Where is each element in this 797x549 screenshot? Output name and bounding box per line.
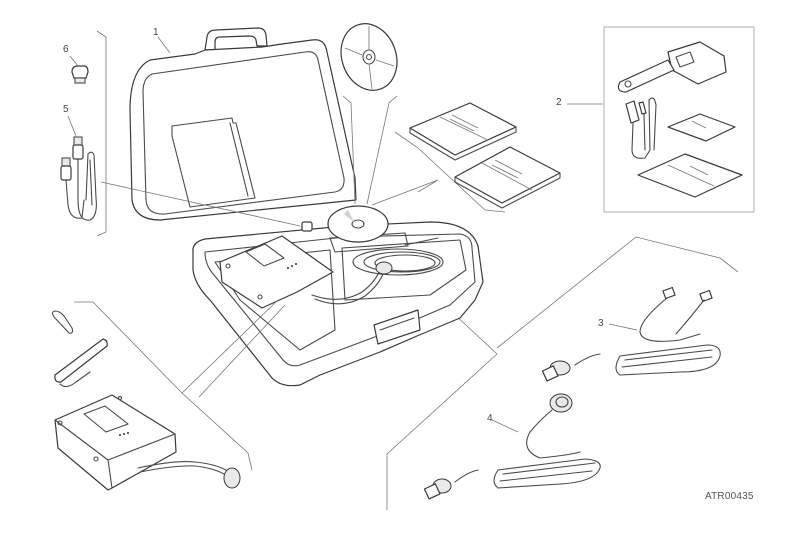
diagnostic-unit	[54, 394, 241, 491]
manual-booklet-1	[409, 102, 517, 161]
usb-cable	[60, 136, 97, 221]
manual-booklet-2	[371, 146, 561, 209]
leader-lines	[67, 36, 638, 433]
coiled-cables-in-case	[352, 237, 444, 276]
callout-2: 2	[556, 97, 562, 108]
drawing-code: ATR00435	[705, 491, 754, 502]
dual-connector-cable	[541, 286, 721, 382]
callout-3: 3	[598, 318, 604, 329]
callout-4: 4	[487, 413, 493, 424]
adapter-in-case	[301, 221, 313, 232]
key-kit-frame	[603, 26, 755, 213]
diagnostic-cable	[423, 393, 601, 500]
strap	[54, 338, 108, 388]
cd-in-case	[327, 205, 389, 243]
carrying-case	[129, 27, 484, 387]
adapter-plug	[71, 65, 89, 84]
diagnostic-unit-in-case	[219, 235, 387, 309]
cd-disc	[340, 23, 398, 205]
left-upper-bracket	[96, 30, 107, 237]
manuals-bracket	[394, 131, 506, 213]
callout-6: 6	[63, 44, 69, 55]
carabiner	[51, 310, 74, 334]
key-kit	[617, 41, 743, 198]
callout-1: 1	[153, 27, 159, 38]
callout-5: 5	[63, 104, 69, 115]
